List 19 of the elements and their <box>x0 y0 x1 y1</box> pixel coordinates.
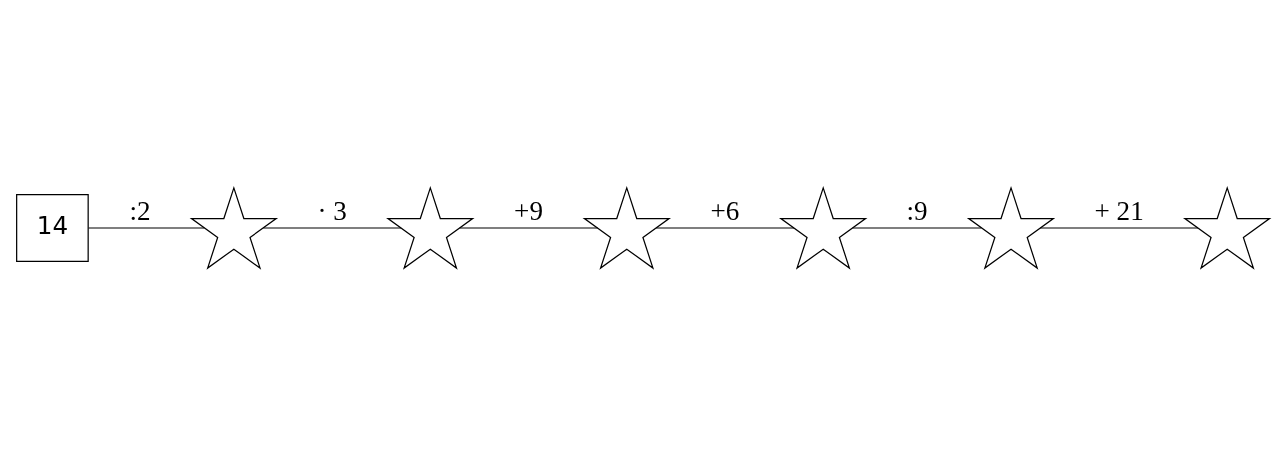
node-star <box>386 185 475 270</box>
edge-label: · 3 <box>317 195 347 226</box>
connector <box>852 226 982 229</box>
edge-label: :2 <box>129 195 151 226</box>
connector <box>1039 226 1199 229</box>
node-star <box>778 185 868 270</box>
connector <box>262 226 402 229</box>
node-star <box>1182 185 1272 270</box>
edge-label: :9 <box>906 195 928 226</box>
edge-label: +6 <box>710 195 740 226</box>
edge-label: + 21 <box>1094 195 1144 226</box>
connector <box>459 226 599 229</box>
node-star <box>966 185 1056 270</box>
node-star <box>189 185 279 270</box>
connector <box>87 226 205 229</box>
node-star <box>582 185 671 270</box>
edge-label: +9 <box>514 195 543 226</box>
node-box: 14 <box>16 193 89 262</box>
connector <box>655 226 795 229</box>
